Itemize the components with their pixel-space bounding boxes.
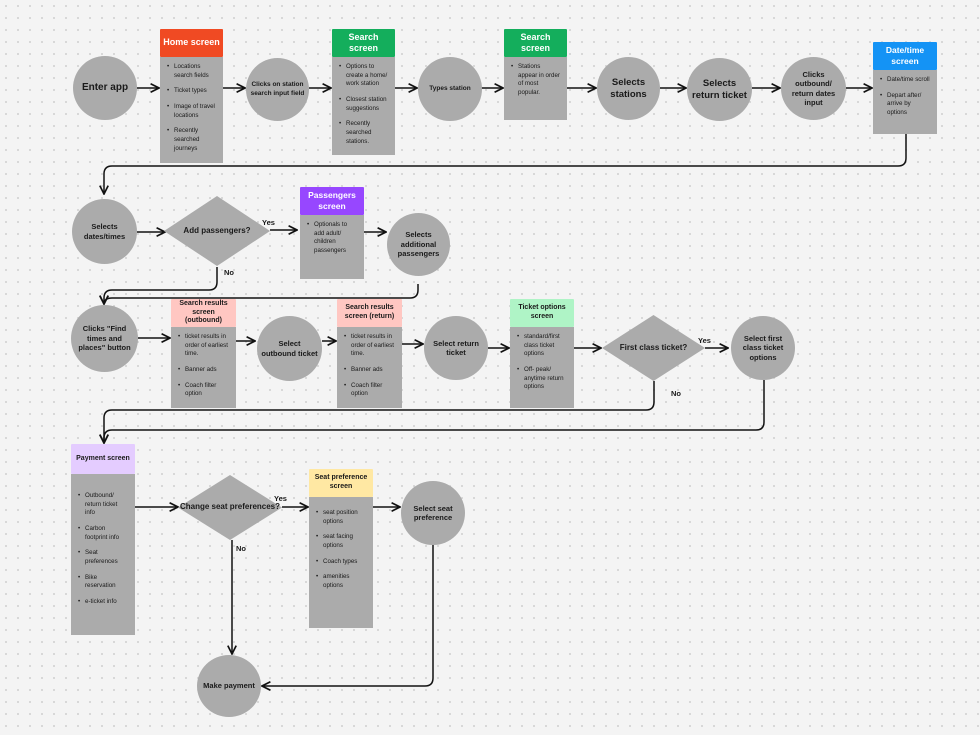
card-bullet-item: Seat preferences — [78, 549, 129, 566]
card-header: Search results screen (outbound) — [171, 299, 236, 327]
card-bullet-item: Recently searched stations. — [339, 120, 389, 146]
node-clicks-station-search[interactable]: Clicks on station search input field — [246, 58, 309, 121]
card-bullet-item: Bike reservation — [78, 574, 129, 591]
card-bullet-item: e-ticket info — [78, 598, 129, 607]
card-search-screen-1[interactable]: Search screen Options to create a home/ … — [332, 29, 395, 155]
label-yes-passengers: Yes — [262, 218, 275, 227]
card-bullet-item: seat position options — [316, 509, 367, 526]
card-bullet-item: Banner ads — [178, 366, 230, 375]
decision-add-passengers[interactable]: Add passengers? — [164, 196, 270, 266]
label-no-seat: No — [236, 544, 246, 553]
node-enter-app[interactable]: Enter app — [73, 56, 137, 120]
card-bullet-item: Off- peak/ anytime return options — [517, 366, 568, 392]
card-body: seat position options seat facing options… — [309, 497, 373, 628]
card-bullet-item: standard/first class ticket options — [517, 333, 568, 359]
edge-select-make — [262, 544, 434, 686]
card-bullet-item: Locations search fields — [167, 63, 217, 80]
card-bullet-item: Options to create a home/ work station — [339, 63, 389, 89]
card-bullet-item: seat facing options — [316, 533, 367, 550]
node-clicks-find-times[interactable]: Clicks "Find times and places" button — [71, 305, 138, 372]
edge-add-no — [104, 267, 218, 304]
node-clicks-outbound-return[interactable]: Clicks outbound/ return dates input — [781, 57, 846, 120]
card-body: standard/first class ticket optionsOff- … — [510, 327, 574, 408]
label-yes-firstclass: Yes — [698, 336, 711, 345]
card-bullet-item: ticket results in order of earliest time… — [344, 333, 396, 359]
card-bullet-item: Image of travel locations — [167, 103, 217, 120]
card-body: Options to create a home/ work stationCl… — [332, 57, 395, 155]
card-header: Date/time screen — [873, 42, 937, 70]
card-ticket-options-screen[interactable]: Ticket options screen standard/first cla… — [510, 299, 574, 408]
card-body: Date/time scrollDepart after/ arrive by … — [873, 70, 937, 134]
node-selects-return-ticket[interactable]: Selects return ticket — [687, 58, 752, 121]
card-body: Outbound/ return ticket infoCarbon footp… — [71, 474, 135, 635]
node-selects-additional[interactable]: Selects additional passengers — [387, 213, 450, 276]
card-header: Search screen — [504, 29, 567, 57]
label-no-passengers: No — [224, 268, 234, 277]
card-header: Passengers screen — [300, 187, 364, 215]
card-passengers-screen[interactable]: Passengers screen Optionals to add adult… — [300, 187, 364, 279]
card-bullet-item: Coach filter option — [178, 382, 230, 399]
card-home-screen[interactable]: Home screen Locations search fieldsTicke… — [160, 29, 223, 163]
card-bullet-item: Outbound/ return ticket info — [78, 492, 129, 518]
node-select-outbound-ticket[interactable]: Select outbound ticket — [257, 316, 322, 381]
node-types-station[interactable]: Types station — [418, 57, 482, 121]
decision-change-seat[interactable]: Change seat preferences? — [178, 475, 282, 540]
card-bullet-item: Recently searched journeys — [167, 127, 217, 153]
node-selects-stations[interactable]: Selects stations — [597, 57, 660, 120]
card-bullet-item: Optionals to add adult/ children passeng… — [307, 221, 358, 256]
node-selects-dates-times[interactable]: Selects dates/times — [72, 199, 137, 264]
card-bullet-item: ticket results in order of earliest time… — [178, 333, 230, 359]
card-bullet-item: amenities options — [316, 573, 367, 590]
card-body: Optionals to add adult/ children passeng… — [300, 215, 364, 279]
card-bullet-item: Ticket types — [167, 87, 217, 96]
card-body: ticket results in order of earliest time… — [171, 327, 236, 408]
card-header: Search screen — [332, 29, 395, 57]
card-search-results-outbound[interactable]: Search results screen (outbound) ticket … — [171, 299, 236, 408]
card-body: Stations appear in order of most popular… — [504, 57, 567, 120]
card-header: Payment screen — [71, 444, 135, 474]
card-header: Seat preference screen — [309, 469, 373, 497]
card-header: Ticket options screen — [510, 299, 574, 327]
card-bullet-item: Date/time scroll — [880, 76, 931, 85]
decision-first-class[interactable]: First class ticket? — [602, 315, 705, 381]
node-select-first-class[interactable]: Select first class ticket options — [731, 316, 795, 380]
card-datetime-screen[interactable]: Date/time screen Date/time scrollDepart … — [873, 42, 937, 134]
node-select-return-ticket[interactable]: Select return ticket — [424, 316, 488, 380]
card-bullet-item: Stations appear in order of most popular… — [511, 63, 561, 98]
edge-first-no — [104, 381, 655, 443]
card-header: Search results screen (return) — [337, 299, 402, 327]
edge-datetime-dates — [104, 134, 907, 194]
label-yes-seat: Yes — [274, 494, 287, 503]
node-make-payment[interactable]: Make payment — [197, 655, 261, 717]
label-no-firstclass: No — [671, 389, 681, 398]
edge-firstclass-payment — [104, 380, 765, 443]
edge-additional-clicks — [104, 284, 419, 304]
card-body: ticket results in order of earliest time… — [337, 327, 402, 408]
card-search-results-return[interactable]: Search results screen (return) ticket re… — [337, 299, 402, 408]
card-bullet-item: Banner ads — [344, 366, 396, 375]
card-bullet-item: Depart after/ arrive by options — [880, 92, 931, 118]
card-search-screen-2[interactable]: Search screen Stations appear in order o… — [504, 29, 567, 120]
card-bullet-item: Closest station suggestions — [339, 96, 389, 113]
card-seat-preference-screen[interactable]: Seat preference screen seat position opt… — [309, 469, 373, 628]
card-body: Locations search fieldsTicket typesImage… — [160, 57, 223, 163]
card-payment-screen[interactable]: Payment screen Outbound/ return ticket i… — [71, 444, 135, 635]
card-bullet-item: Coach filter option — [344, 382, 396, 399]
card-header: Home screen — [160, 29, 223, 57]
card-bullet-item: Coach types — [316, 558, 367, 567]
card-bullet-item: Carbon footprint info — [78, 525, 129, 542]
node-select-seat-preference[interactable]: Select seat preference — [401, 481, 465, 545]
